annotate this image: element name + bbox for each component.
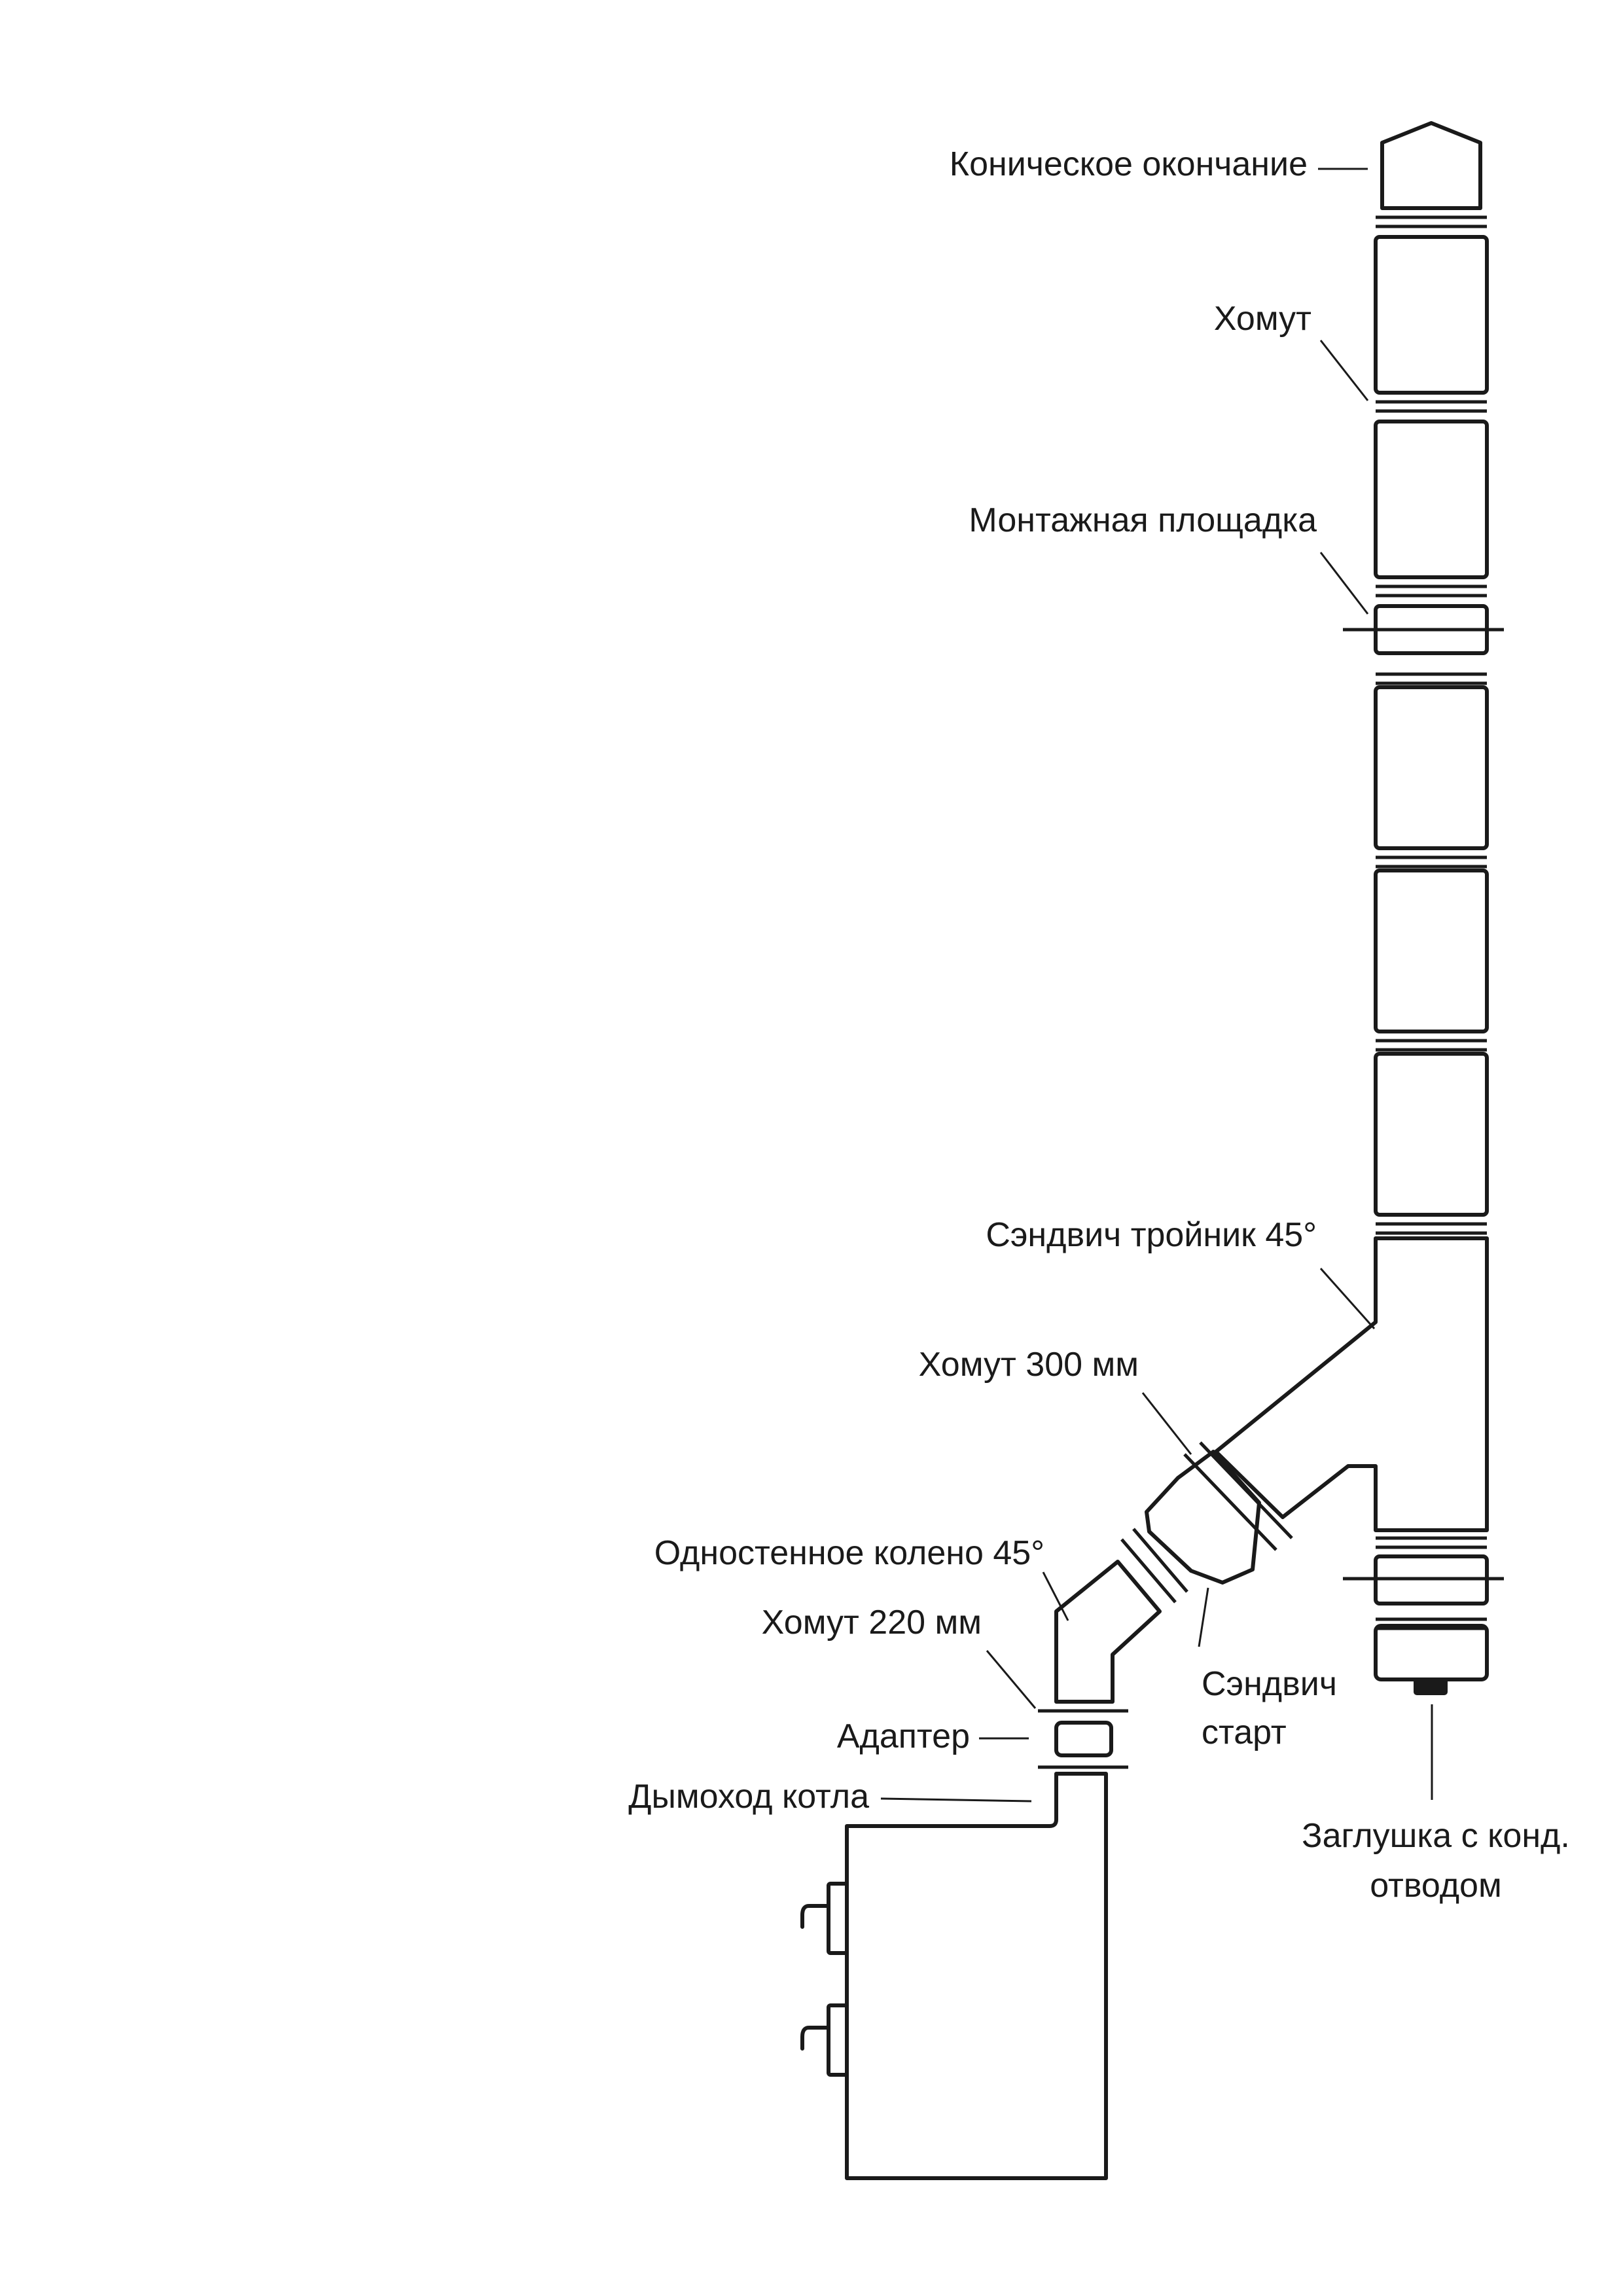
conical-cap xyxy=(1380,121,1482,210)
adapter xyxy=(1038,1709,1128,1769)
label-sandwich-start-line1: Сэндвич xyxy=(1202,1665,1337,1703)
cap-with-condensate-drain xyxy=(1374,1624,1489,1695)
label-sandwich-start-line2: старт xyxy=(1202,1713,1287,1751)
label-conical-cap: Коническое окончание xyxy=(950,145,1308,183)
label-clamp-300: Хомут 300 мм xyxy=(919,1346,1139,1384)
label-mounting-platform: Монтажная площадка xyxy=(969,501,1317,539)
single-wall-elbow xyxy=(1054,1560,1162,1704)
label-adapter: Адаптер xyxy=(837,1717,970,1755)
clamp-220 xyxy=(1120,1528,1188,1604)
label-sandwich-tee: Сэндвич тройник 45° xyxy=(986,1216,1317,1254)
label-cap-condensate-line2: отводом xyxy=(1370,1867,1501,1905)
clamp-rings xyxy=(1376,215,1487,1630)
pipe-sections xyxy=(1374,235,1489,1217)
label-single-wall-elbow: Одностенное колено 45° xyxy=(654,1534,1044,1572)
label-clamp-220: Хомут 220 мм xyxy=(762,1604,982,1641)
mounting-platforms xyxy=(1343,628,1504,1605)
sandwich-start xyxy=(1145,1450,1261,1585)
clamp-300 xyxy=(1183,1441,1293,1551)
label-cap-condensate-line1: Заглушка с конд. xyxy=(1302,1817,1570,1855)
boiler xyxy=(800,1772,1108,2180)
label-boiler-flue: Дымоход котла xyxy=(628,1778,869,1816)
label-clamp: Хомут xyxy=(1214,300,1311,338)
leader-lines xyxy=(880,168,1433,1803)
sandwich-tee xyxy=(1214,1236,1489,1532)
